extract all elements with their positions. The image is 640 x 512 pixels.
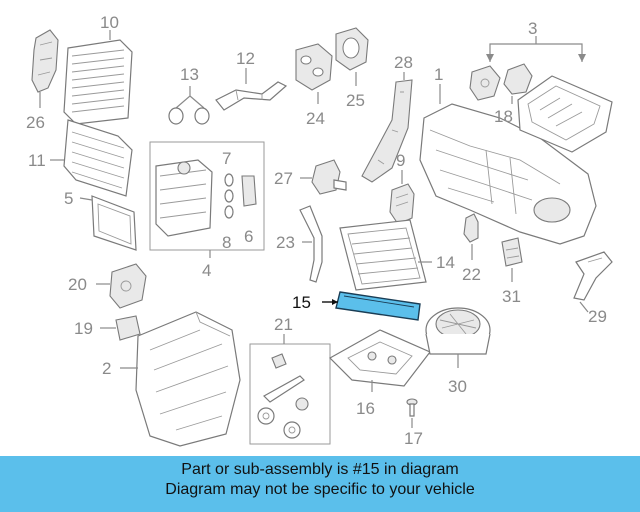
part-9-switch [389,170,415,225]
part-3-actuator [469,65,501,101]
callout-1: 1 [434,65,443,84]
part-30-blower-motor [425,307,491,368]
callout-12: 12 [236,49,255,68]
callout-5: 5 [64,189,73,208]
part-4-group-box [149,141,265,258]
part-11-evaporator [50,119,133,197]
callout-15: 15 [292,293,311,312]
callout-28: 28 [394,53,413,72]
callout-3: 3 [528,19,537,38]
callout-23: 23 [276,233,295,252]
callout-25: 25 [346,91,365,110]
callout-17: 17 [404,429,423,448]
callout-31: 31 [502,287,521,306]
part-1-hvac-housing [419,84,597,245]
part-3-bracket-group [486,36,586,62]
callout-22: 22 [462,265,481,284]
part-15-highlighted [322,291,421,321]
callout-11: 11 [28,151,46,170]
callout-29: 29 [588,307,607,326]
callout-9: 9 [396,151,405,170]
banner-line-1: Part or sub-assembly is #15 in diagram [181,461,459,478]
part-28-bracket [361,72,413,183]
part-31-resistor [501,237,523,282]
callout-27: 27 [274,169,293,188]
callout-21: 21 [274,315,293,334]
callout-24: 24 [306,109,325,128]
part-24-gasket [295,43,333,104]
callout-30: 30 [448,377,467,396]
banner-line-2: Diagram may not be specific to your vehi… [165,481,475,498]
part-20-actuator [96,263,147,309]
part-29-duct [573,251,613,313]
part-25-seal [335,27,369,86]
callout-16: 16 [356,399,375,418]
callout-14: 14 [436,253,455,272]
part-5-filter-panel [79,195,137,251]
part-17-screw [406,398,418,428]
part-3-upper-housing [517,75,613,153]
callout-13: 13 [180,65,199,84]
part-13-clips [168,86,210,125]
callout-2: 2 [102,359,111,378]
part-26-bracket [31,29,59,108]
info-banner: Part or sub-assembly is #15 in diagram D… [0,456,640,512]
part-23-hose [299,205,323,283]
part-21-group-box [249,334,331,445]
part-27-sensor [300,159,347,195]
callout-19: 19 [74,319,93,338]
callout-4: 4 [202,261,211,280]
callout-26: 26 [26,113,45,132]
part-18-actuator [503,63,533,104]
part-16-tray [329,329,431,392]
part-12-ac-line [215,68,288,111]
callout-8: 8 [222,233,231,252]
callout-10: 10 [100,13,119,32]
part-22-plug [463,213,479,260]
callout-20: 20 [68,275,87,294]
callout-7: 7 [222,149,231,168]
parts-diagram: 26 10 11 5 20 19 2 [26,13,613,448]
callout-18: 18 [494,107,513,126]
part-19-bracket [100,315,141,341]
callout-6: 6 [244,227,253,246]
part-10-heater-core [63,30,133,125]
part-2-lower-case [120,311,241,447]
part-14-cabin-filter [339,219,432,291]
